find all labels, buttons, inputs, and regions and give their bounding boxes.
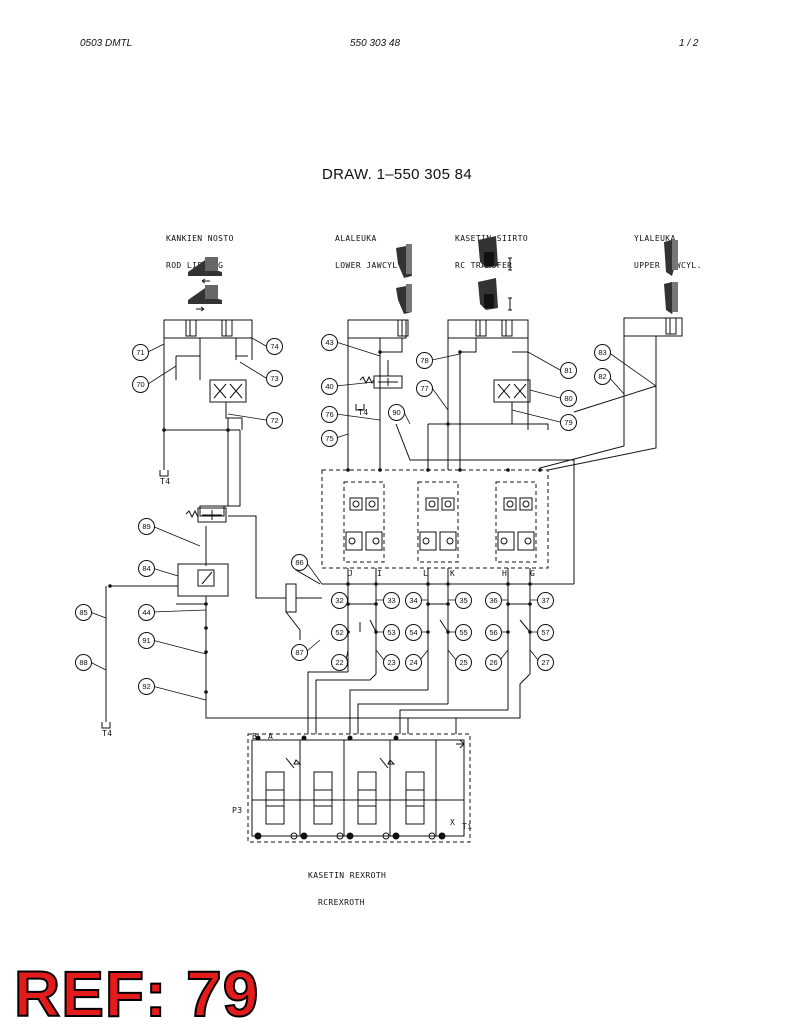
valve-89 (185, 507, 227, 523)
callout-71: 71 (132, 344, 149, 361)
callout-24: 24 (405, 654, 422, 671)
callout-57: 57 (537, 624, 554, 641)
callout-leaders (89, 337, 657, 701)
tank-label-t4-lower-jaw: T4 (358, 408, 369, 417)
callout-43: 43 (321, 334, 338, 351)
rod-lifting-illustration (188, 257, 222, 312)
tank-label-t4-bottom: T4 (102, 729, 113, 738)
callout-44: 44 (138, 604, 155, 621)
valve-manifold (321, 469, 549, 569)
callout-52: 52 (331, 624, 348, 641)
callout-89: 89 (138, 518, 155, 535)
valve-84 (177, 563, 229, 597)
bottom-label-line1: KASETIN REXROTH (308, 871, 387, 880)
callout-35: 35 (455, 592, 472, 609)
bottom-block-label: KASETIN REXROTH RCREXROTH (308, 853, 386, 916)
hose-lines-upper (163, 336, 657, 584)
section-label-line1: KANKIEN NOSTO (166, 234, 234, 243)
page-number: 1 / 2 (679, 38, 699, 49)
callout-36: 36 (485, 592, 502, 609)
callout-85: 85 (75, 604, 92, 621)
callout-92: 92 (138, 678, 155, 695)
ref-stamp: REF: 79 (13, 958, 260, 1030)
callout-76: 76 (321, 406, 338, 423)
port-label-h: H (502, 569, 508, 578)
port-label-b: B (252, 732, 258, 741)
part-number: 550 303 48 (350, 38, 401, 49)
tank-symbols (101, 404, 365, 729)
junction-dots (108, 350, 542, 694)
callout-74: 74 (266, 338, 283, 355)
port-label-k: K (450, 569, 456, 578)
lower-jaw-cylinders (347, 319, 409, 389)
callout-73: 73 (266, 370, 283, 387)
callout-70: 70 (132, 376, 149, 393)
callout-82: 82 (594, 368, 611, 385)
rexroth-valve-block (247, 733, 471, 843)
callout-80: 80 (560, 390, 577, 407)
doc-code: 0503 DMTL (80, 38, 133, 49)
callout-25: 25 (455, 654, 472, 671)
callout-88: 88 (75, 654, 92, 671)
section-label-line1: KASETIN SIIRTO (455, 234, 529, 243)
pressure-label-p3: P3 (232, 806, 243, 815)
callout-91: 91 (138, 632, 155, 649)
section-label-lower-jaw: ALALEUKA LOWER JAWCYL. (335, 216, 403, 279)
callout-86: 86 (291, 554, 308, 571)
section-label-upper-jaw: YLALEUKA UPPER JAWCYL. (634, 216, 702, 279)
callout-81: 81 (560, 362, 577, 379)
bottom-label-line2: RCREXROTH (318, 898, 365, 907)
section-label-line2: UPPER JAWCYL. (634, 261, 702, 270)
callout-53: 53 (383, 624, 400, 641)
lower-jaw-illustration (396, 244, 412, 314)
rc-transfer-illustration (478, 236, 512, 311)
callout-27: 27 (537, 654, 554, 671)
drawing-title: DRAW. 1–550 305 84 (322, 166, 472, 183)
callout-87: 87 (291, 644, 308, 661)
callout-37: 37 (537, 592, 554, 609)
tank-label-ti: Ti (462, 822, 473, 831)
callout-54: 54 (405, 624, 422, 641)
callout-34: 34 (405, 592, 422, 609)
callout-32: 32 (331, 592, 348, 609)
check-valve-group (345, 497, 535, 551)
section-label-line2: LOWER JAWCYL. (335, 261, 403, 270)
callout-79: 79 (560, 414, 577, 431)
upper-jaw-cylinders (623, 317, 683, 337)
port-label-x: X (450, 818, 456, 827)
callout-83: 83 (594, 344, 611, 361)
callout-40: 40 (321, 378, 338, 395)
callout-22: 22 (331, 654, 348, 671)
callout-84: 84 (138, 560, 155, 577)
callout-56: 56 (485, 624, 502, 641)
section-label-line1: ALALEUKA (335, 234, 377, 243)
callout-55: 55 (455, 624, 472, 641)
port-label-i: I (377, 569, 383, 578)
rod-lifting-cylinders (163, 319, 253, 403)
tank-label-t4-top: T4 (160, 477, 171, 486)
callout-90: 90 (388, 404, 405, 421)
upper-jaw-illustration (664, 240, 678, 314)
callout-77: 77 (416, 380, 433, 397)
callout-33: 33 (383, 592, 400, 609)
callout-72: 72 (266, 412, 283, 429)
port-circles (254, 735, 446, 840)
callout-26: 26 (485, 654, 502, 671)
hose-lines-middle (105, 505, 574, 734)
port-label-a: A (268, 732, 274, 741)
callout-78: 78 (416, 352, 433, 369)
callout-75: 75 (321, 430, 338, 447)
callout-23: 23 (383, 654, 400, 671)
port-label-g: G (530, 569, 536, 578)
spool-valve-1 (265, 771, 425, 825)
section-label-line1: YLALEUKA (634, 234, 676, 243)
port-label-j: J (348, 569, 354, 578)
port-label-l: L (423, 569, 429, 578)
